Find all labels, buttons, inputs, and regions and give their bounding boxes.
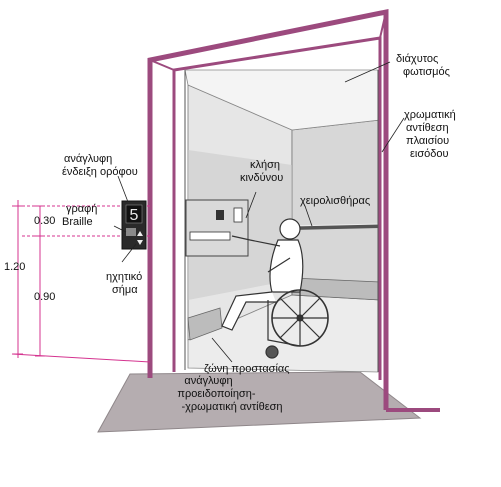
wheel-spoke [279,297,321,339]
label-line: Braille [62,216,93,228]
dim-label-120: 1.20 [4,261,25,273]
leader-emergency [245,191,257,219]
label-frame-contrast: χρωματική αντίθεση πλαισίου εισόδου [404,109,459,160]
door-frame-jamb-left [149,59,175,71]
kick-protection-zone [187,307,223,341]
torso [269,239,304,293]
label-line: προειδοποίηση- [177,388,255,400]
label-line: κινδύνου [240,172,283,184]
handrail-bar [291,224,381,230]
label-braille: γραφή Braille [62,203,100,228]
label-line: ανάγλυφη [64,153,112,165]
floor-number: 5 [130,207,139,224]
leader-diffuse-light [344,61,391,83]
call-button-up[interactable] [137,231,143,236]
label-line: σήμα [112,284,138,296]
label-line: αντίθεση [406,122,449,134]
leader-kick-zone [211,337,233,363]
wheel-small [265,345,279,359]
label-line: πλαισίου [406,135,449,147]
arm-lower [267,257,291,273]
leader-floor-ind [117,175,129,203]
dim-label-090: 0.90 [34,291,55,303]
tactile-warning-ramp [97,371,422,433]
label-line: φωτισμός [403,66,450,78]
label-line: γραφή [66,203,97,215]
braille-plate [126,228,136,236]
label-line: ηχητικό [106,271,142,283]
panel-indicator [216,210,224,220]
label-handrail: χειρολισθήρας [300,195,370,207]
label-audio-signal: ηχητικό σήμα [106,271,145,296]
door-frame-inner [172,36,382,380]
label-line: κλήση [250,159,280,171]
leader-braille [113,225,127,233]
cabin-ceiling [184,69,381,131]
leader-lines [113,61,405,363]
dim-label-030: 0.30 [34,215,55,227]
chair-frame [267,300,301,347]
leader-audio [121,243,137,263]
label-line: ένδειξη ορόφου [62,166,138,178]
call-button-down[interactable] [137,240,143,245]
floor-display [125,204,143,224]
label-line: -χρωματική αντίθεση [181,401,282,413]
panel-button-strip [189,231,231,241]
label-line: εισόδου [410,148,449,160]
handrail-bar-highlight [291,223,381,227]
label-kick-zone: ζώνη προστασίας [204,363,290,375]
leader-frame-contrast [381,117,405,153]
label-tactile-warning: ανάγλυφη προειδοποίηση- -χρωματική αντίθ… [177,375,282,413]
dim-bottom-ext [11,353,151,363]
door-frame-outer [147,8,389,410]
cabin-right-wall [291,119,381,301]
label-line: διάχυτος [396,53,438,65]
panel-alarm-button [233,207,243,223]
label-line: χρωματική [404,109,456,121]
label-diffuse-light: διάχυτος φωτισμός [396,53,450,78]
label-emergency-call: κλήση κινδύνου [240,159,283,184]
leader-handrail [304,205,313,227]
label-floor-indicator: ανάγλυφη ένδειξη ορόφου [62,153,138,178]
arm [231,235,281,247]
door-frame-jamb-top [379,11,387,39]
head [279,218,301,240]
label-line: ανάγλυφη [184,375,232,387]
legs [221,291,276,331]
wheelchair-user-figure [221,218,329,359]
